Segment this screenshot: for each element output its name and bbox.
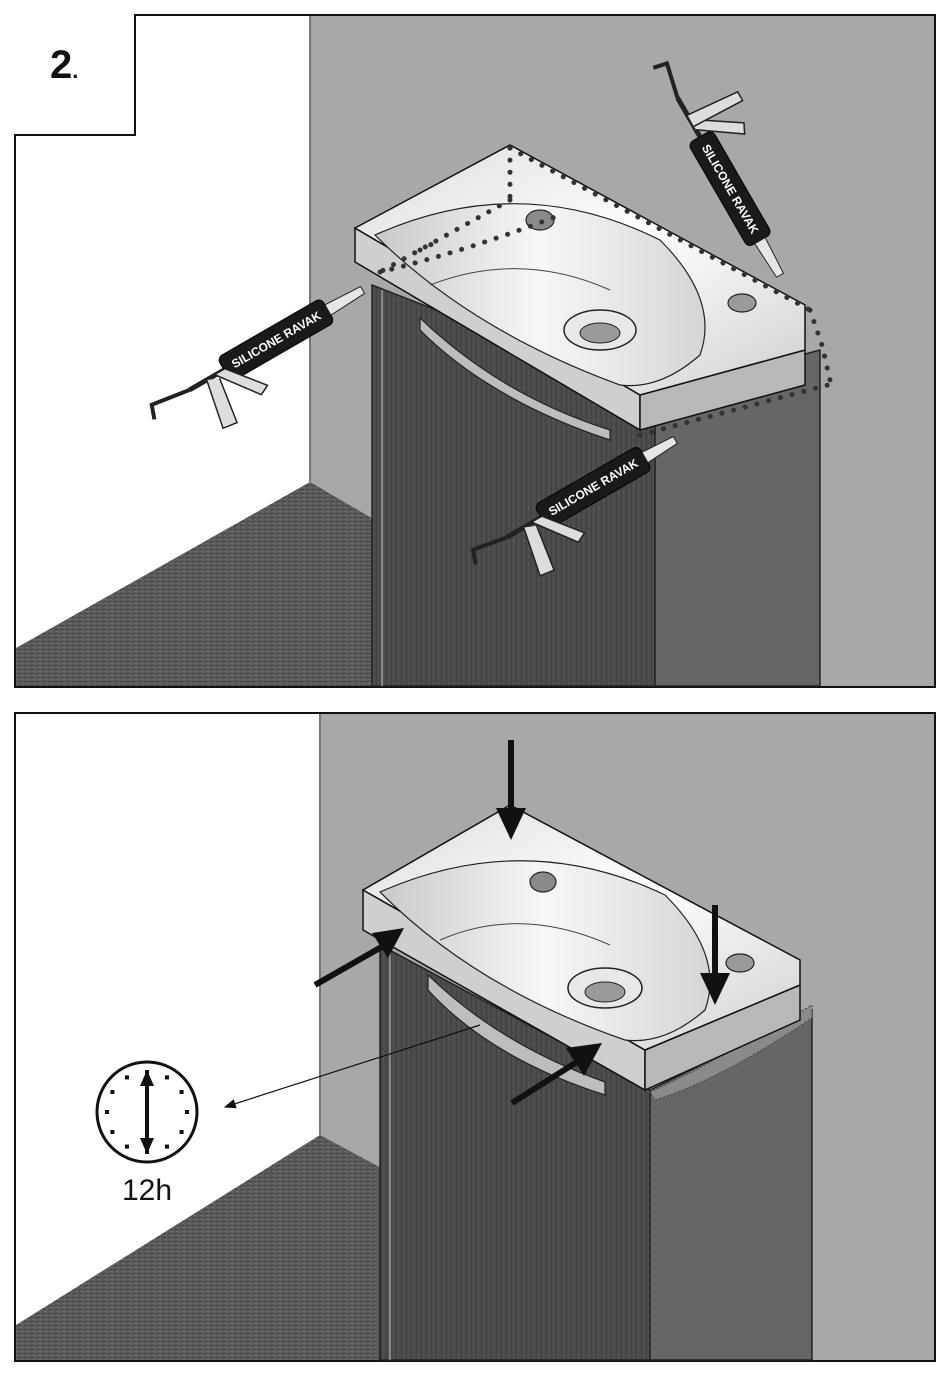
top-panel: SILICONE RAVAK SILICONE RAVAK SILICONE R… xyxy=(15,15,935,687)
clock-tick xyxy=(110,1090,114,1094)
top-overflow-hole xyxy=(728,294,756,312)
clock-tick xyxy=(165,1075,169,1079)
clock-tick xyxy=(125,1145,129,1149)
clock-tick xyxy=(180,1130,184,1134)
clock-tick xyxy=(185,1110,189,1114)
clock-tick xyxy=(105,1110,109,1114)
cure-time-label: 12h xyxy=(122,1174,172,1207)
clock-tick xyxy=(180,1090,184,1094)
cure-clock xyxy=(97,1062,197,1162)
bottom-panel: 12h xyxy=(15,713,935,1361)
bottom-overflow-hole xyxy=(726,954,754,972)
step-number: 2. xyxy=(50,43,78,87)
clock-tick xyxy=(110,1130,114,1134)
bottom-tap-hole xyxy=(530,872,556,892)
clock-tick xyxy=(165,1145,169,1149)
clock-tick xyxy=(125,1075,129,1079)
